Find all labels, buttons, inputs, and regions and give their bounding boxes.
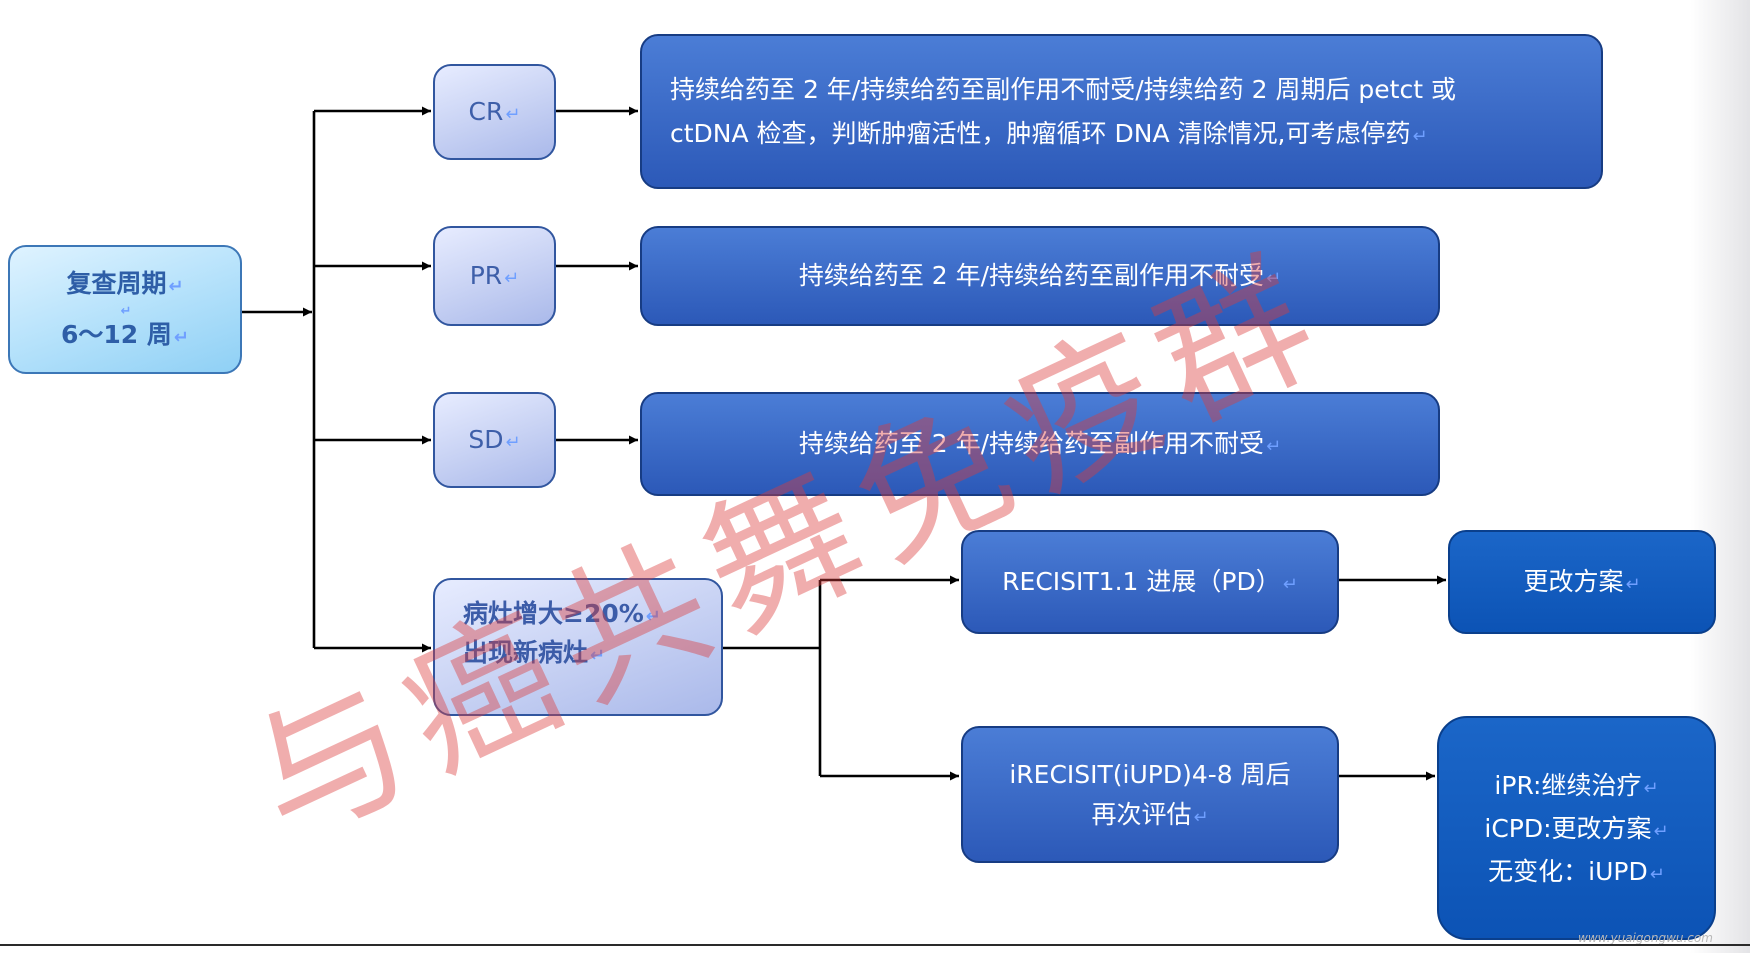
outcome-ipr: iPR:继续治疗 xyxy=(1494,770,1642,800)
review-cycle-weeks: 6～12 周 xyxy=(61,319,172,349)
sd-box: SD↵ xyxy=(433,392,556,488)
return-mark: ↵ xyxy=(505,432,521,454)
return-mark: ↵ xyxy=(1625,574,1641,596)
cr-action-box: 持续给药至 2 年/持续给药至副作用不耐受/持续给药 2 周期后 petct 或… xyxy=(640,34,1603,189)
irecist-outcome-box: iPR:继续治疗↵ iCPD:更改方案↵ 无变化：iUPD↵ xyxy=(1437,716,1716,940)
return-mark: ↵ xyxy=(1412,125,1428,147)
outcome-icpd: iCPD:更改方案 xyxy=(1484,813,1652,843)
progression-line-2: 出现新病灶 xyxy=(463,638,589,667)
return-mark: ↵ xyxy=(1266,436,1282,458)
pr-action-text: 持续给药至 2 年/持续给药至副作用不耐受 xyxy=(798,261,1265,291)
change-plan-box: 更改方案↵ xyxy=(1448,530,1716,634)
sd-label: SD xyxy=(468,425,504,455)
pr-box: PR↵ xyxy=(433,226,556,326)
review-cycle-box: 复查周期↵ ↵ 6～12 周↵ xyxy=(8,245,242,374)
recist-box: RECISIT1.1 进展（PD）↵ xyxy=(961,530,1339,634)
review-cycle-title: 复查周期 xyxy=(66,269,167,298)
return-mark: ↵ xyxy=(505,104,521,126)
return-mark: ↵ xyxy=(1653,820,1669,842)
return-mark: ↵ xyxy=(1282,574,1298,596)
return-mark: ↵ xyxy=(1649,863,1665,885)
return-mark: ↵ xyxy=(173,326,189,348)
site-watermark: www.yuaigongwu.com xyxy=(1578,931,1713,945)
change-plan-text: 更改方案 xyxy=(1523,567,1624,597)
bottom-border xyxy=(0,944,1750,946)
progression-line-1: 病灶增大≥20% xyxy=(463,599,644,629)
recist-text: RECISIT1.1 进展（PD） xyxy=(1002,567,1281,597)
sd-action-box: 持续给药至 2 年/持续给药至副作用不耐受↵ xyxy=(640,392,1440,496)
cr-action-line-2: ctDNA 检查，判断肿瘤活性，肿瘤循环 DNA 清除情况,可考虑停药 xyxy=(670,118,1411,148)
outcome-iupd: 无变化：iUPD xyxy=(1488,856,1648,886)
return-mark: ↵ xyxy=(1193,806,1209,828)
return-mark: ↵ xyxy=(1643,777,1659,799)
return-mark: ↵ xyxy=(504,268,520,290)
return-mark: ↵ xyxy=(120,303,132,319)
irecist-line-2: 再次评估 xyxy=(1091,799,1192,829)
return-mark: ↵ xyxy=(168,276,184,297)
pr-label: PR xyxy=(469,261,503,291)
pr-action-box: 持续给药至 2 年/持续给药至副作用不耐受↵ xyxy=(640,226,1440,326)
irecist-line-1: iRECISIT(iUPD)4-8 周后 xyxy=(1009,759,1291,789)
progression-box: 病灶增大≥20%↵ 出现新病灶↵ xyxy=(433,578,723,716)
cr-action-line-1: 持续给药至 2 年/持续给药至副作用不耐受/持续给药 2 周期后 petct 或 xyxy=(670,74,1456,104)
sd-action-text: 持续给药至 2 年/持续给药至副作用不耐受 xyxy=(798,429,1265,459)
return-mark: ↵ xyxy=(590,645,606,666)
irecist-box: iRECISIT(iUPD)4-8 周后 再次评估↵ xyxy=(961,726,1339,863)
cr-box: CR↵ xyxy=(433,64,556,160)
cr-label: CR xyxy=(468,97,504,127)
return-mark: ↵ xyxy=(645,606,661,628)
return-mark: ↵ xyxy=(1266,268,1282,290)
